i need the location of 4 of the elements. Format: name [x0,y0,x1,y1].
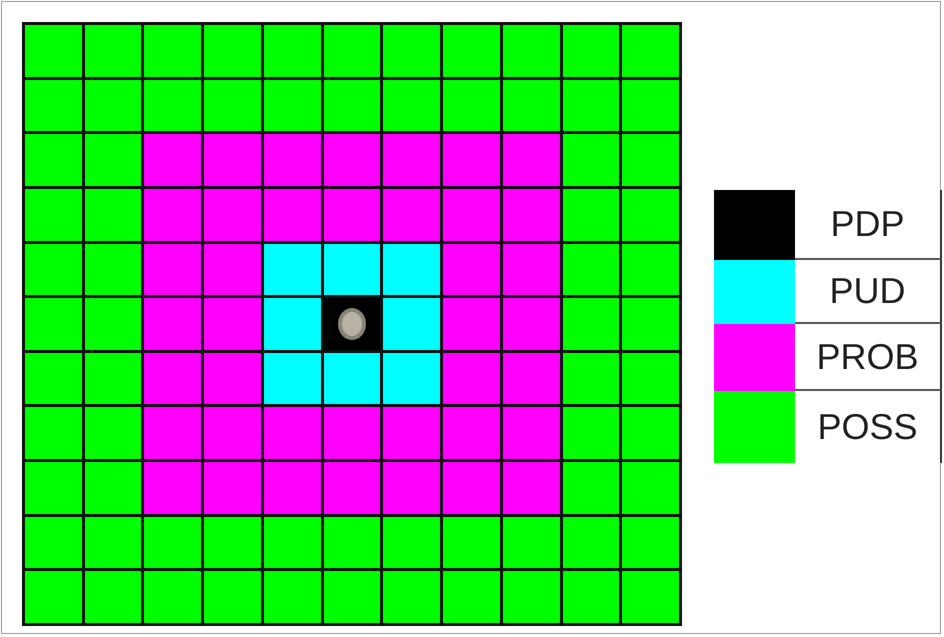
legend-label: POSS [795,391,942,463]
legend-label: PROB [795,324,942,391]
legend-label: PUD [795,260,942,324]
legend-label: PDP [795,190,942,260]
